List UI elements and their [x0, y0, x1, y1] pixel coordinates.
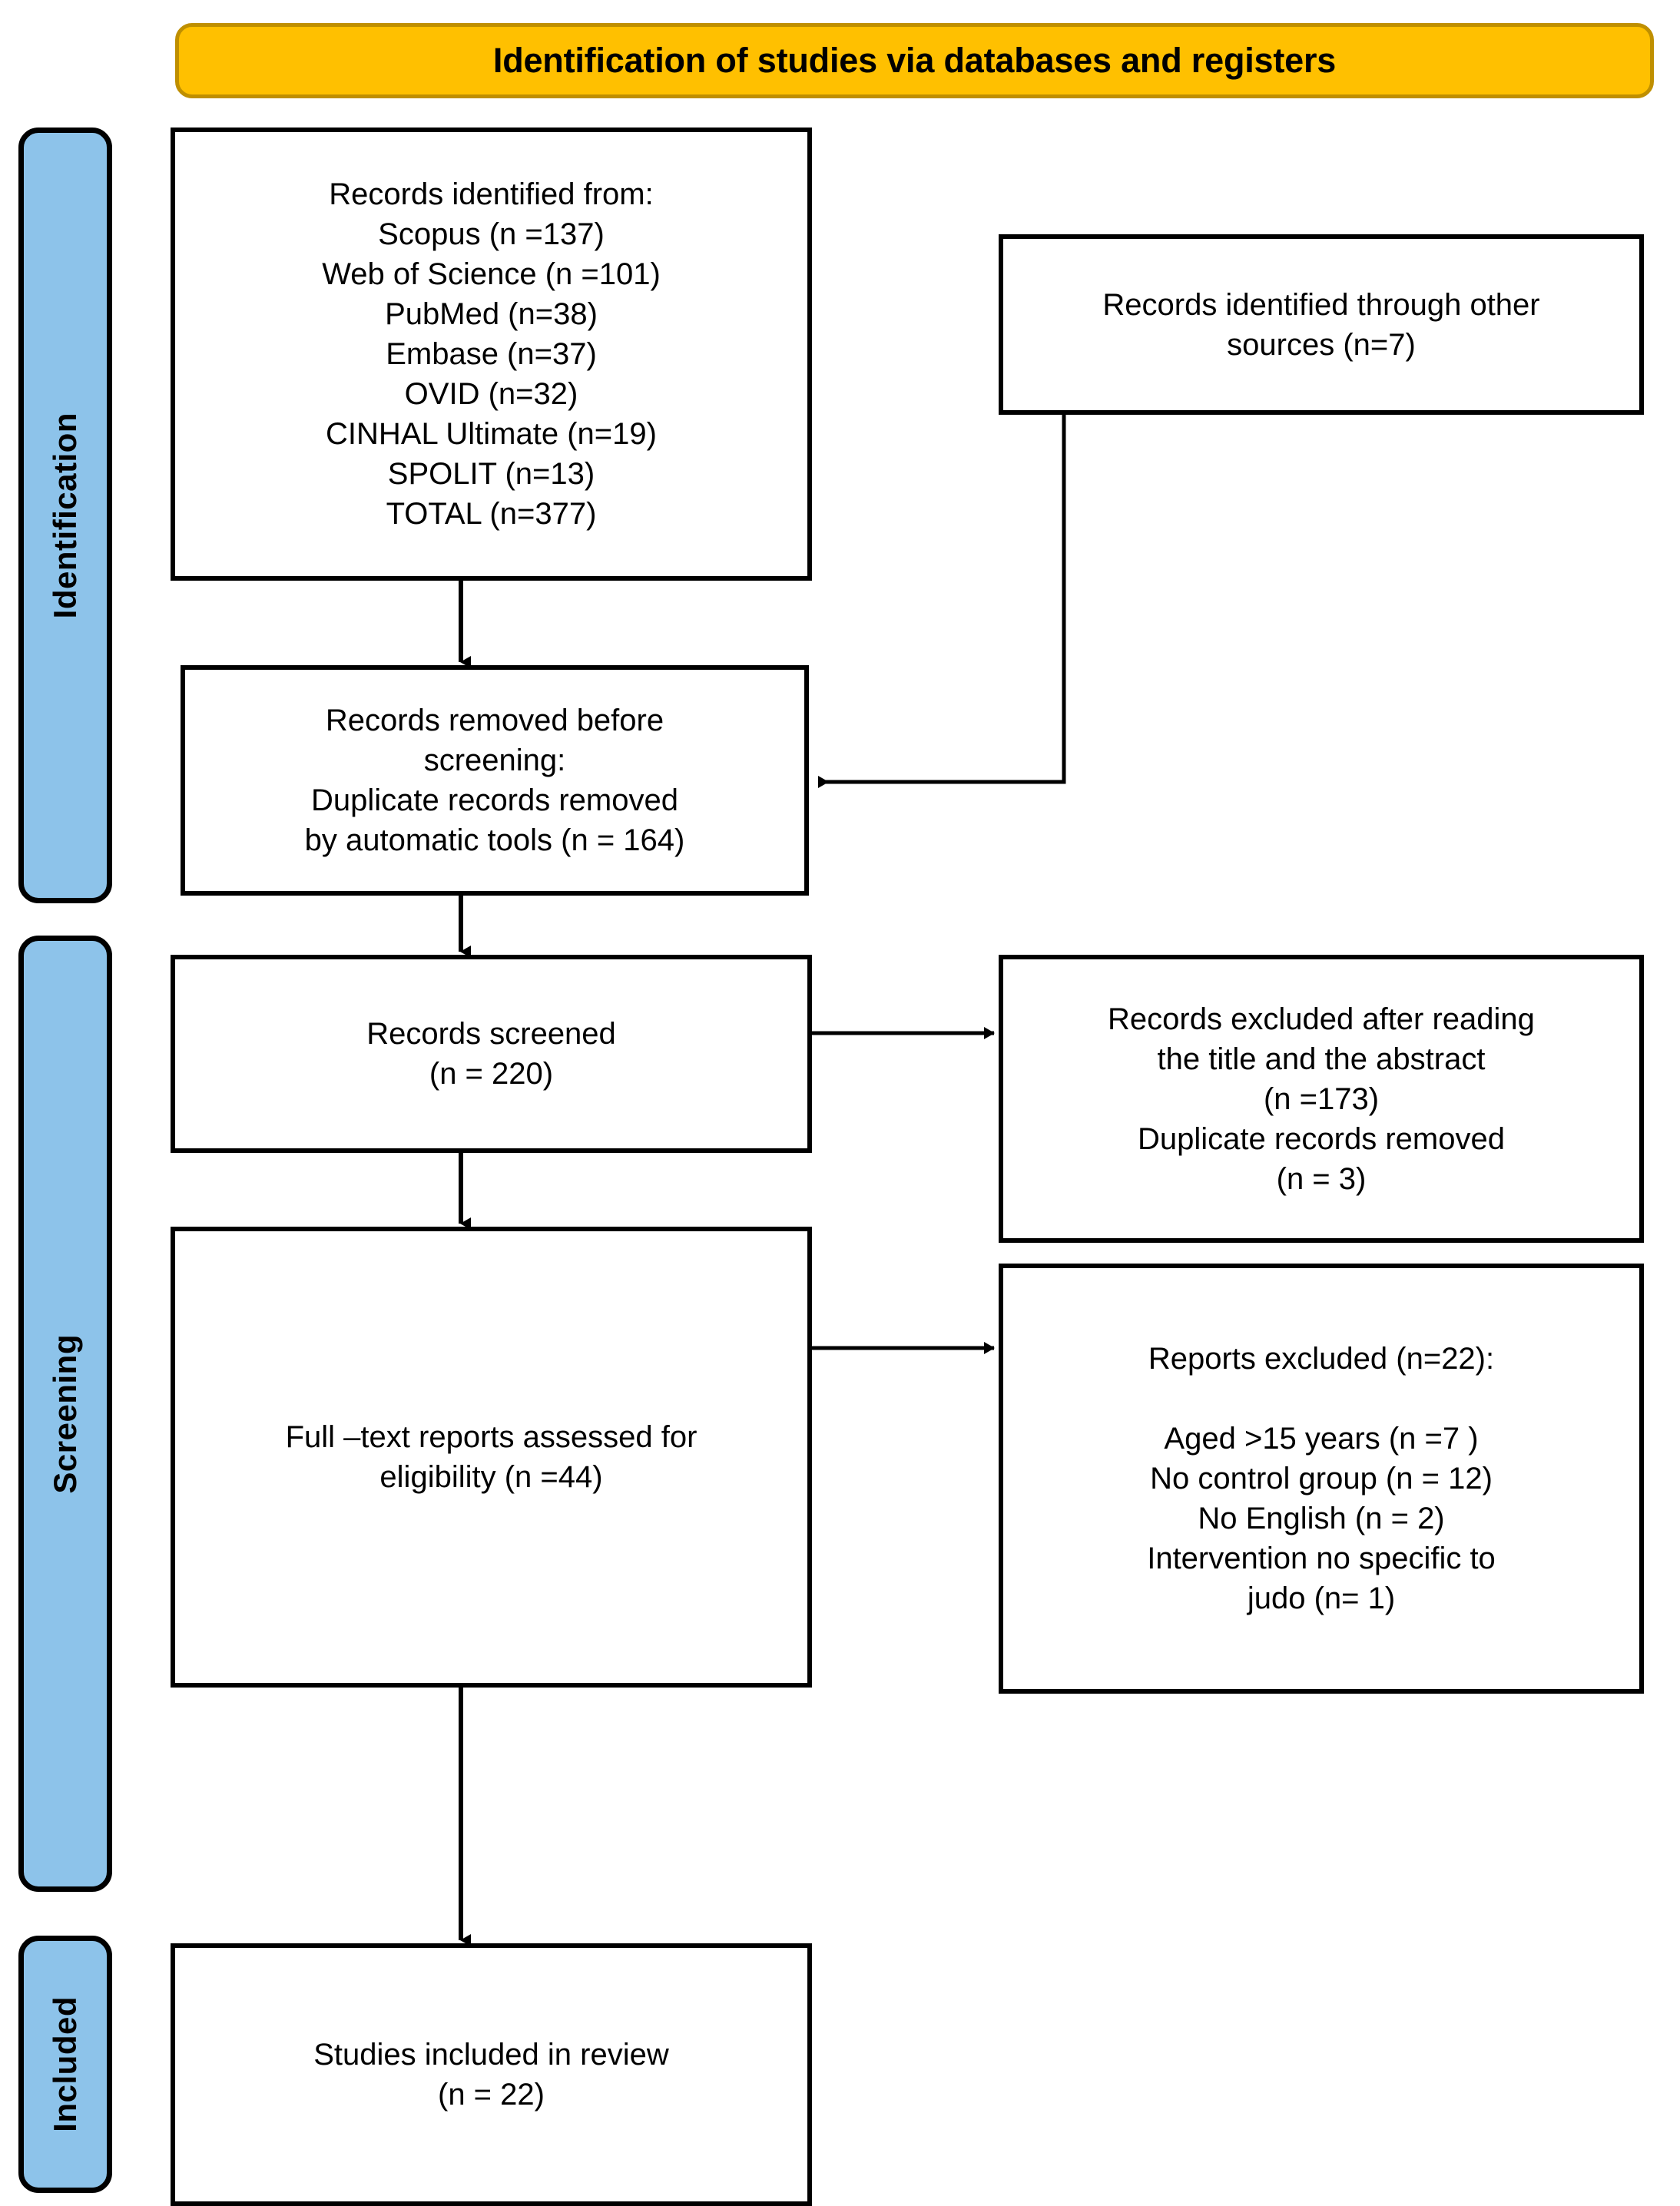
box-records-screened: Records screened (n = 220)	[171, 955, 812, 1153]
stage-rail-included: Included	[18, 1936, 112, 2193]
diagram-header-banner: Identification of studies via databases …	[175, 23, 1654, 98]
box-reports-excluded-text: Reports excluded (n=22): Aged >15 years …	[1147, 1342, 1496, 1615]
stage-label-identification: Identification	[47, 412, 83, 619]
box-records-excluded-text: Records excluded after reading the title…	[1108, 1002, 1535, 1196]
box-studies-included-text: Studies included in review (n = 22)	[313, 2038, 669, 2112]
box-records-identified-text: Records identified from: Scopus (n =137)…	[322, 177, 661, 531]
box-studies-included: Studies included in review (n = 22)	[171, 1943, 812, 2206]
box-fulltext-assessed: Full –text reports assessed for eligibil…	[171, 1227, 812, 1688]
box-records-removed: Records removed before screening: Duplic…	[181, 665, 809, 896]
box-other-sources: Records identified through other sources…	[999, 234, 1644, 415]
connector-other-sources-to-removed	[818, 415, 1066, 788]
stage-label-included: Included	[47, 1996, 83, 2132]
box-records-removed-text: Records removed before screening: Duplic…	[304, 704, 685, 857]
diagram-header-title: Identification of studies via databases …	[492, 41, 1337, 80]
stage-rail-screening: Screening	[18, 936, 112, 1892]
box-fulltext-assessed-text: Full –text reports assessed for eligibil…	[285, 1420, 698, 1494]
box-reports-excluded: Reports excluded (n=22): Aged >15 years …	[999, 1264, 1644, 1694]
stage-rail-identification: Identification	[18, 128, 112, 903]
box-other-sources-text: Records identified through other sources…	[1102, 287, 1540, 362]
box-records-excluded: Records excluded after reading the title…	[999, 955, 1644, 1243]
box-records-identified: Records identified from: Scopus (n =137)…	[171, 128, 812, 581]
stage-label-screening: Screening	[47, 1333, 83, 1494]
box-records-screened-text: Records screened (n = 220)	[366, 1017, 616, 1091]
